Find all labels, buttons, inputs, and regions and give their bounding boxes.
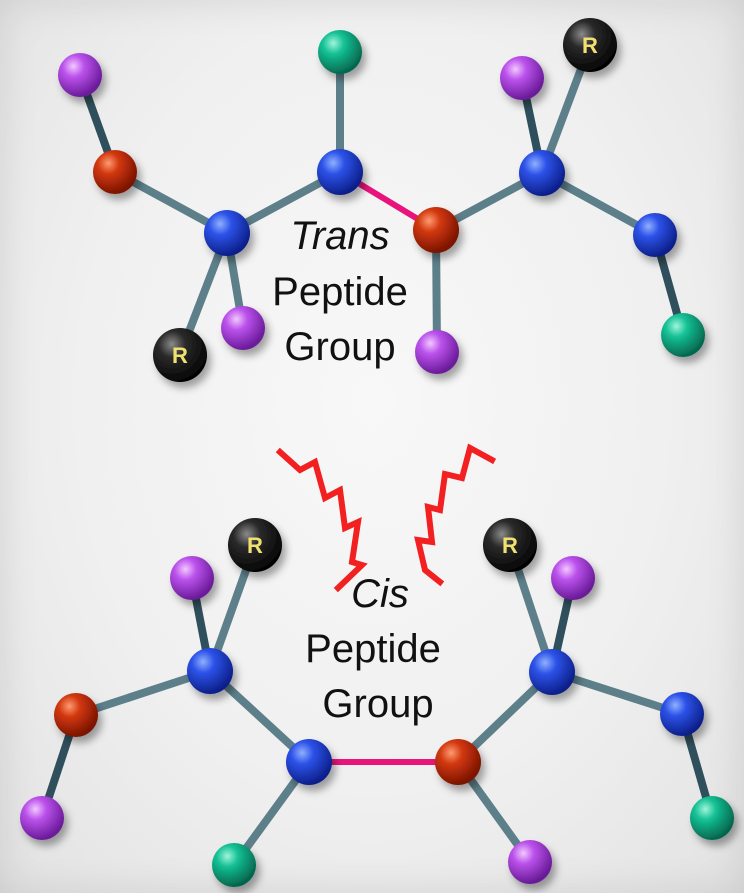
cis-label-line3: Group — [322, 682, 434, 726]
atom-purple — [58, 53, 102, 97]
r-group-label: R — [502, 533, 518, 558]
cis-atoms — [20, 518, 734, 887]
r-group-label: R — [247, 533, 263, 558]
atom-blue — [660, 692, 704, 736]
steric-clash-zigzags — [275, 443, 497, 593]
atom-black — [483, 518, 537, 572]
atom-blue — [529, 649, 575, 695]
clash-zigzag-right — [414, 443, 497, 587]
atom-red — [413, 207, 459, 253]
atom-black — [153, 328, 207, 382]
atom-blue — [286, 739, 332, 785]
atom-purple — [508, 840, 552, 884]
clash-zigzag-left — [275, 447, 368, 593]
atom-black — [563, 18, 617, 72]
atom-blue — [187, 648, 233, 694]
atom-teal — [661, 313, 705, 357]
atom-purple — [415, 330, 459, 374]
atom-teal — [212, 843, 256, 887]
r-group-label: R — [582, 33, 598, 58]
trans-atoms — [58, 18, 705, 382]
atom-purple — [500, 56, 544, 100]
atom-black — [228, 518, 282, 572]
atom-blue — [317, 149, 363, 195]
cis-label-line2: Peptide — [305, 627, 441, 671]
trans-label-line1: Trans — [290, 214, 390, 258]
cis-r-labels: R R — [247, 533, 518, 558]
trans-r-labels: R R — [172, 33, 598, 368]
atom-blue — [633, 213, 677, 257]
atom-purple — [221, 306, 265, 350]
cis-label-line1: Cis — [351, 572, 409, 616]
atom-purple — [551, 556, 595, 600]
atom-purple — [170, 556, 214, 600]
atom-blue — [204, 210, 250, 256]
atom-blue — [519, 150, 565, 196]
trans-label-line2: Peptide — [272, 270, 408, 314]
atom-red — [435, 739, 481, 785]
bond — [72, 667, 214, 719]
atom-red — [93, 150, 137, 194]
atom-teal — [318, 30, 362, 74]
atom-red — [54, 693, 98, 737]
trans-label-line3: Group — [284, 325, 396, 369]
r-group-label: R — [172, 343, 188, 368]
atom-teal — [690, 796, 734, 840]
atom-purple — [20, 796, 64, 840]
